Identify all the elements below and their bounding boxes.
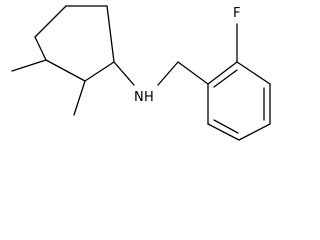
aromatic-bond [238, 123, 271, 141]
methyl-bond-2 [73, 80, 86, 116]
amine-nitrogen-label: N [134, 90, 144, 105]
ring-bond [106, 5, 115, 63]
chemical-structure: N H F [11, 5, 271, 141]
cyclohexane-ring [34, 5, 115, 82]
ring-bond [34, 5, 67, 38]
ring-bond [84, 61, 115, 82]
amine-to-methylene-bond [157, 61, 179, 86]
aromatic-double-bond [213, 119, 239, 134]
aromatic-bond [207, 61, 238, 85]
aromatic-double-bond [213, 69, 238, 88]
amine-hydrogen-label: H [144, 90, 154, 105]
ring-to-amine-bond [113, 61, 135, 86]
aromatic-bond [236, 61, 271, 85]
aromatic-bond [207, 123, 240, 141]
methyl-bond-3 [11, 59, 47, 72]
ring-bond [45, 59, 86, 82]
methylene-to-ring-bond [177, 61, 209, 85]
benzene-ring [207, 61, 271, 141]
ring-bond [34, 36, 47, 61]
fluorine-label: F [233, 6, 240, 21]
